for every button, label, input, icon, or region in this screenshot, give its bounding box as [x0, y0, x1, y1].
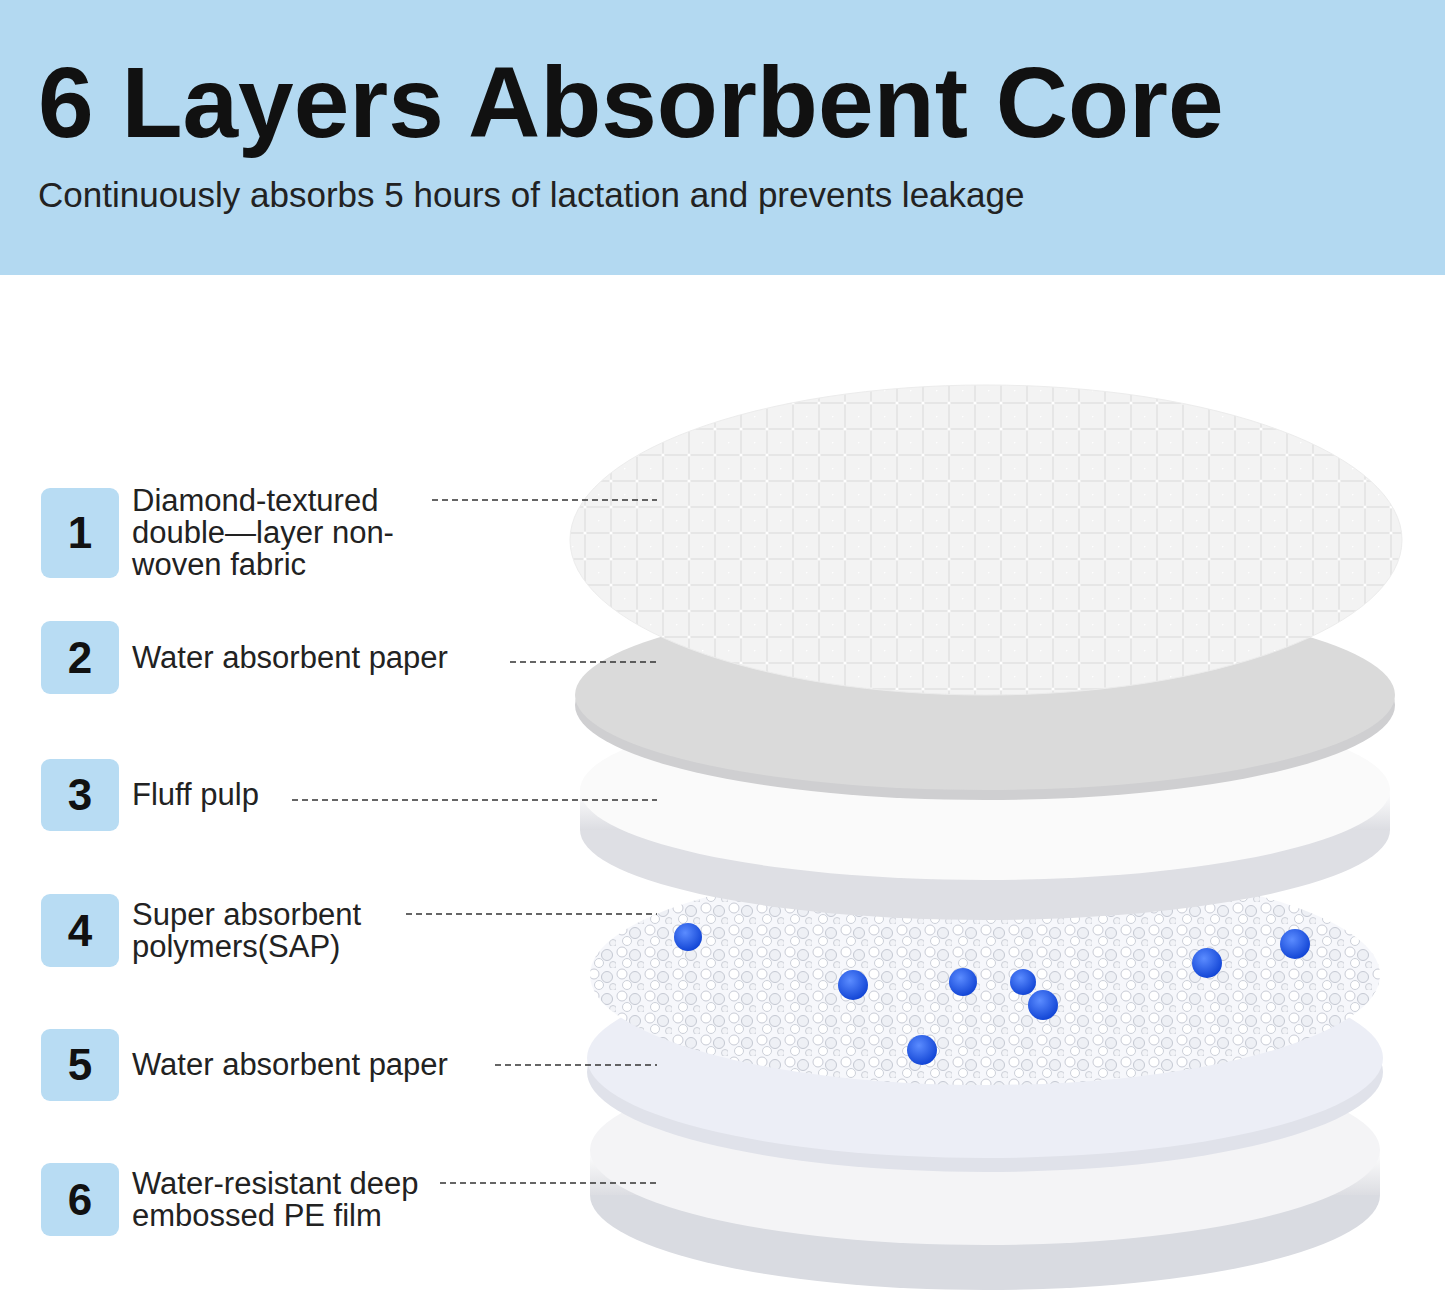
layer-label: Fluff pulp: [132, 779, 259, 811]
layer-callout: 4 Super absorbent polymers(SAP): [41, 894, 432, 967]
callout-box: 5: [41, 1029, 119, 1101]
callout-box: 2: [41, 621, 119, 694]
callout-number: 1: [68, 511, 92, 555]
layer-callout: 1 Diamond-textured double—layer non-woven…: [41, 485, 432, 581]
callout-box: 3: [41, 759, 119, 831]
diagram-title: 6 Layers Absorbent Core: [38, 42, 1224, 162]
layer-callout: 6 Water-resistant deep embossed PE film: [41, 1163, 432, 1236]
layer-label: Diamond-textured double—layer non-woven …: [132, 485, 432, 581]
layer-label: Water-resistant deep embossed PE film: [132, 1168, 432, 1232]
callout-number: 5: [68, 1043, 92, 1087]
callout-box: 4: [41, 894, 119, 967]
layer-callout: 5 Water absorbent paper: [41, 1029, 448, 1101]
layer-label: Super absorbent polymers(SAP): [132, 899, 432, 963]
callout-number: 6: [68, 1178, 92, 1222]
callout-box: 6: [41, 1163, 119, 1236]
callout-box: 1: [41, 488, 119, 578]
layer-callout: 3 Fluff pulp: [41, 759, 259, 831]
callout-number: 4: [68, 909, 92, 953]
callout-number: 3: [68, 773, 92, 817]
layer-callout: 2 Water absorbent paper: [41, 621, 448, 694]
layer-label: Water absorbent paper: [132, 1049, 448, 1081]
diagram-caption: Continuously absorbs 5 hours of lactatio…: [38, 174, 1024, 216]
callout-number: 2: [68, 636, 92, 680]
layer-label: Water absorbent paper: [132, 642, 448, 674]
